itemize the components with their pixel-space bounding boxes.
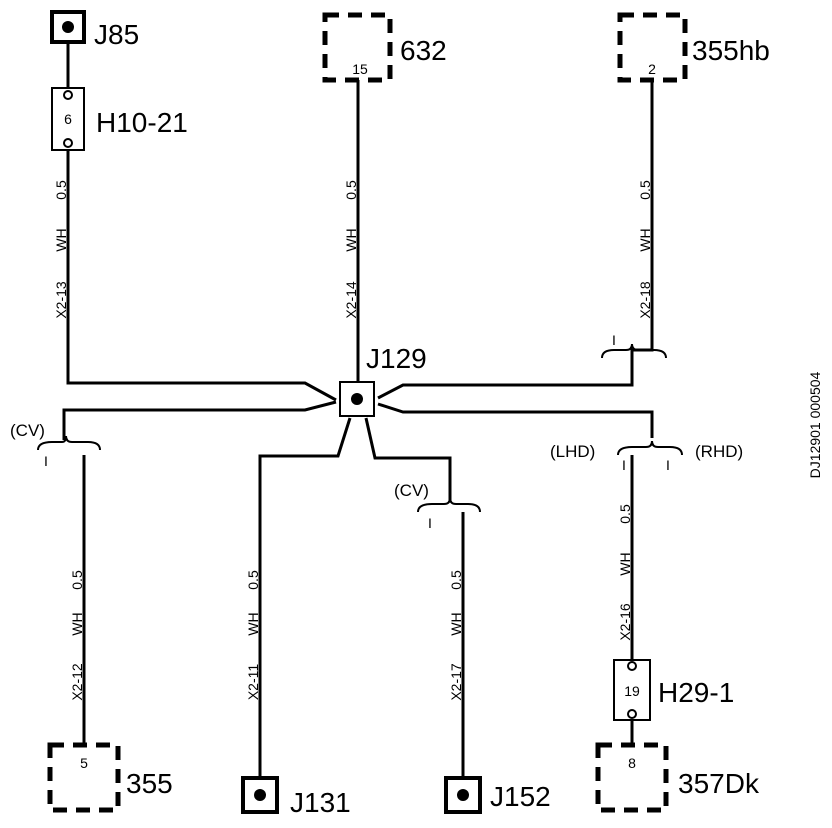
label-j85: J85 [94,19,139,50]
wire-x2-16-id: X2-16 [617,603,633,641]
pin-632: 15 [352,61,368,77]
mark-cv-mid: I [428,515,432,531]
pin-355hb: 2 [648,61,656,77]
label-h10-21: H10-21 [96,107,188,138]
wire-x2-13-size: 0.5 [53,180,69,200]
option-brace-x2-18 [601,343,667,359]
wire-x2-17 [364,417,452,500]
wire-x2-17-id: X2-17 [448,663,464,701]
wire-x2-18-size: 0.5 [637,180,653,200]
label-rhd: (RHD) [695,442,743,461]
connector-j131 [241,776,279,814]
figure-id: DJ12901 000504 [807,371,823,478]
pin-357dk: 8 [628,755,636,771]
label-j131: J131 [290,787,351,818]
label-355: 355 [126,768,173,799]
mark-x2-18: I [612,332,616,348]
pin-h10-21: 6 [64,111,72,127]
wire-x2-16-branch [377,402,654,438]
connector-h29-1-pin-bottom [627,709,637,719]
wire-x2-13 [66,150,337,402]
wire-x2-17-size: 0.5 [448,570,464,590]
label-h29-1: H29-1 [658,677,734,708]
label-357dk: 357Dk [678,768,760,799]
label-355hb: 355hb [692,35,770,66]
label-lhd: (LHD) [550,442,595,461]
wire-x2-14-id: X2-14 [343,281,359,319]
connector-h29-1-pin-top [627,661,637,671]
wire-x2-12-color: WH [69,612,85,635]
component-355 [47,742,121,813]
mark-cv-left: I [44,453,48,469]
mark-rhd: I [666,457,670,473]
pin-h29-1: 19 [624,683,640,699]
wire-x2-12-id: X2-12 [69,663,85,701]
mark-lhd: I [622,457,626,473]
wire-x2-18 [377,80,654,400]
wire-x2-16-size: 0.5 [617,504,633,524]
label-j152: J152 [490,781,551,812]
wire-x2-12-size: 0.5 [69,570,85,590]
wire-x2-11-id: X2-11 [245,664,261,701]
component-357dk [595,742,669,813]
wire-x2-14-size: 0.5 [343,180,359,200]
wire-x2-12-branch [62,400,337,440]
splice-j129-dot [351,393,363,405]
wire-x2-17-color: WH [448,612,464,635]
wire-x2-11-color: WH [245,612,261,635]
wire-x2-13-color: WH [53,228,69,251]
wire-x2-11 [258,417,352,778]
component-355hb [617,12,688,83]
wire-x2-16-color: WH [617,552,633,575]
label-cv-left: (CV) [10,421,45,440]
wire-x2-13-id: X2-13 [53,281,69,319]
wire-x2-11-size: 0.5 [245,570,261,590]
label-632: 632 [400,35,447,66]
splice-j129-box [339,381,375,417]
option-brace-lhd-rhd [617,440,683,456]
component-632 [322,12,393,83]
option-brace-cv-left [37,435,101,451]
connector-h10-21-pin-top [63,90,73,100]
connector-j131-dot [254,789,266,801]
option-brace-cv-mid [417,497,481,513]
wire-x2-18-id: X2-18 [637,281,653,319]
label-j129: J129 [366,343,427,374]
connector-h10-21-pin-bottom [63,138,73,148]
wire-x2-14-color: WH [343,228,359,251]
connector-j85-dot [62,21,74,33]
pin-355: 5 [80,755,88,771]
label-cv-mid: (CV) [394,481,429,500]
connector-j152-dot [457,789,469,801]
wire-x2-18-color: WH [637,228,653,251]
